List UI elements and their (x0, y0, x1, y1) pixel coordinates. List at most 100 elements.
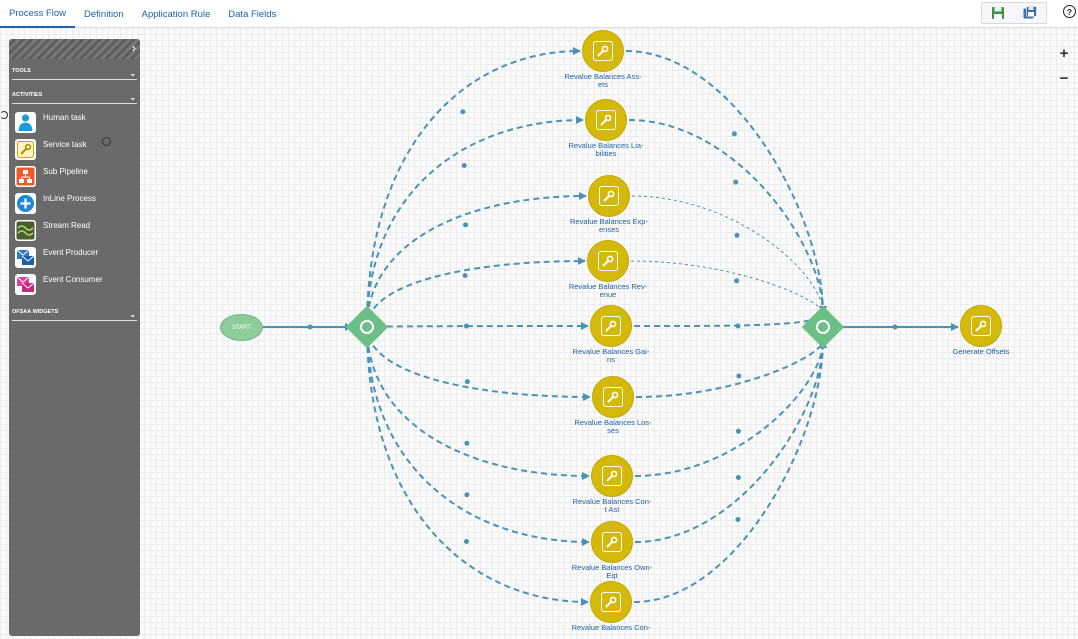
service-task-node-generate-offsets[interactable] (960, 305, 1002, 347)
chevron-down-icon: ⌄ (129, 69, 136, 78)
process-canvas[interactable] (0, 28, 1078, 639)
wrench-icon (599, 186, 619, 206)
node-label: Revalue Balances Own-Eqt (562, 564, 662, 580)
palette-item-label: Stream Read (43, 221, 91, 230)
section-activities-label: ACTIVITIES (12, 92, 43, 98)
sub-pipeline-icon (15, 165, 36, 187)
palette-item-sub-pipeline[interactable]: Sub Pipeline (15, 164, 140, 188)
section-widgets-label: OFSAA WIDGETS (12, 309, 59, 315)
wrench-icon (603, 387, 623, 407)
node-label-line1: Revalue Balances Con- (572, 497, 652, 506)
service-task-node-4[interactable] (587, 240, 629, 282)
node-label-line1: Revalue Balances Exp- (570, 217, 648, 226)
save-toolbar (981, 2, 1047, 24)
zoom-out-button[interactable]: − (1059, 70, 1069, 87)
node-label-line2: ets (597, 80, 608, 89)
inline-process-icon (15, 192, 36, 214)
node-label-line1: Revalue Balances Lia- (568, 141, 644, 150)
help-icon[interactable]: ? (1063, 5, 1076, 18)
start-event[interactable]: START (220, 314, 263, 341)
palette-item-label: Service task (43, 140, 87, 149)
node-label: Revalue Balances Rev-enue (558, 283, 658, 299)
wrench-icon (602, 466, 622, 486)
service-task-node-1[interactable] (582, 30, 624, 72)
palette-item-stream-read[interactable]: Stream Read (15, 218, 140, 242)
wrench-icon (602, 532, 622, 552)
palette-item-event-consumer[interactable]: Event Consumer (15, 272, 140, 296)
palette-item-label: Event Consumer (43, 275, 103, 284)
node-label-line2: enses (598, 225, 619, 234)
drag-handle-icon[interactable] (102, 137, 111, 146)
node-label: Revalue Balances Exp-enses (559, 218, 659, 234)
node-label: Revalue Balances Ass-ets (553, 73, 653, 89)
node-label-line1: Revalue Balances Rev- (568, 282, 648, 291)
palette-item-label: Event Producer (43, 248, 99, 257)
node-label: Revalue Balances Lia-bilities (556, 142, 656, 158)
node-label: Revalue Balances Los-ses (563, 419, 663, 435)
node-label-line2: bilities (595, 149, 617, 158)
palette-item-human-task[interactable]: Human task (15, 110, 140, 134)
node-label-line2: ns (607, 355, 615, 364)
palette-header: › (9, 39, 140, 59)
palette-item-label: Sub Pipeline (43, 167, 88, 176)
service-task-node-7[interactable] (591, 455, 633, 497)
palette-item-event-producer[interactable]: Event Producer (15, 245, 140, 269)
wrench-icon (601, 592, 621, 612)
service-task-node-8[interactable] (591, 521, 633, 563)
gateway-ring-icon (360, 320, 374, 334)
gateway-ring-icon (816, 320, 830, 334)
node-label: Revalue Balances Con- (561, 624, 661, 632)
node-label-line2: t Ast (604, 505, 620, 514)
wrench-icon (593, 41, 613, 61)
stream-read-icon (15, 219, 36, 241)
service-task-node-5[interactable] (590, 305, 632, 347)
event-producer-icon (15, 246, 36, 268)
service-task-node-6[interactable] (592, 376, 634, 418)
palette-item-inline-process[interactable]: InLine Process (15, 191, 140, 215)
wrench-icon (971, 316, 991, 336)
tab-application-rule[interactable]: Application Rule (141, 8, 211, 20)
service-task-node-3[interactable] (588, 175, 630, 217)
top-bar: Process Flow Definition Application Rule… (0, 0, 1078, 28)
node-label: Generate Offsets (931, 348, 1031, 356)
node-label-line1: Revalue Balances Ass- (564, 72, 642, 81)
tab-bar: Process Flow Definition Application Rule… (0, 0, 285, 28)
section-ofsaa-widgets[interactable]: OFSAA WIDGETS ⌄ (12, 309, 137, 321)
node-label-line1: Revalue Balances Gai- (572, 347, 650, 356)
node-label-line1: Revalue Balances Con- (571, 623, 651, 632)
chevron-down-icon: ⌄ (129, 310, 136, 319)
node-label-line2: Eqt (606, 571, 618, 580)
wrench-icon (596, 110, 616, 130)
event-consumer-icon (15, 273, 36, 295)
node-label-line1: Revalue Balances Own- (571, 563, 653, 572)
service-task-node-9[interactable] (590, 581, 632, 623)
wrench-icon (601, 316, 621, 336)
tab-process-flow[interactable]: Process Flow (0, 0, 76, 28)
tab-data-fields[interactable]: Data Fields (228, 8, 277, 20)
palette-item-service-task[interactable]: Service task (15, 137, 140, 161)
node-label-line1: Generate Offsets (952, 347, 1010, 356)
palette-item-label: Human task (43, 113, 86, 122)
human-task-icon (15, 111, 36, 133)
save-as-icon[interactable] (1023, 6, 1037, 20)
chevron-down-icon: ⌄ (129, 93, 136, 102)
activity-palette: › TOOLS ⌄ ACTIVITIES ⌄ Human task Servic… (9, 39, 140, 636)
node-label-line2: ses (607, 426, 619, 435)
palette-item-label: InLine Process (43, 194, 96, 203)
save-icon[interactable] (991, 6, 1005, 20)
service-task-icon (15, 138, 36, 160)
section-tools-label: TOOLS (12, 68, 31, 74)
collapse-icon[interactable]: › (131, 40, 136, 55)
node-label-line1: Revalue Balances Los- (574, 418, 652, 427)
refresh-icon[interactable] (0, 111, 8, 119)
node-label: Revalue Balances Gai-ns (561, 348, 661, 364)
node-label: Revalue Balances Con-t Ast (562, 498, 662, 514)
section-activities[interactable]: ACTIVITIES ⌄ (12, 92, 137, 104)
service-task-node-2[interactable] (585, 99, 627, 141)
node-label-line2: enue (599, 290, 617, 299)
section-tools[interactable]: TOOLS ⌄ (12, 68, 137, 80)
tab-definition[interactable]: Definition (84, 8, 124, 20)
zoom-in-button[interactable]: + (1059, 45, 1069, 62)
wrench-icon (598, 251, 618, 271)
